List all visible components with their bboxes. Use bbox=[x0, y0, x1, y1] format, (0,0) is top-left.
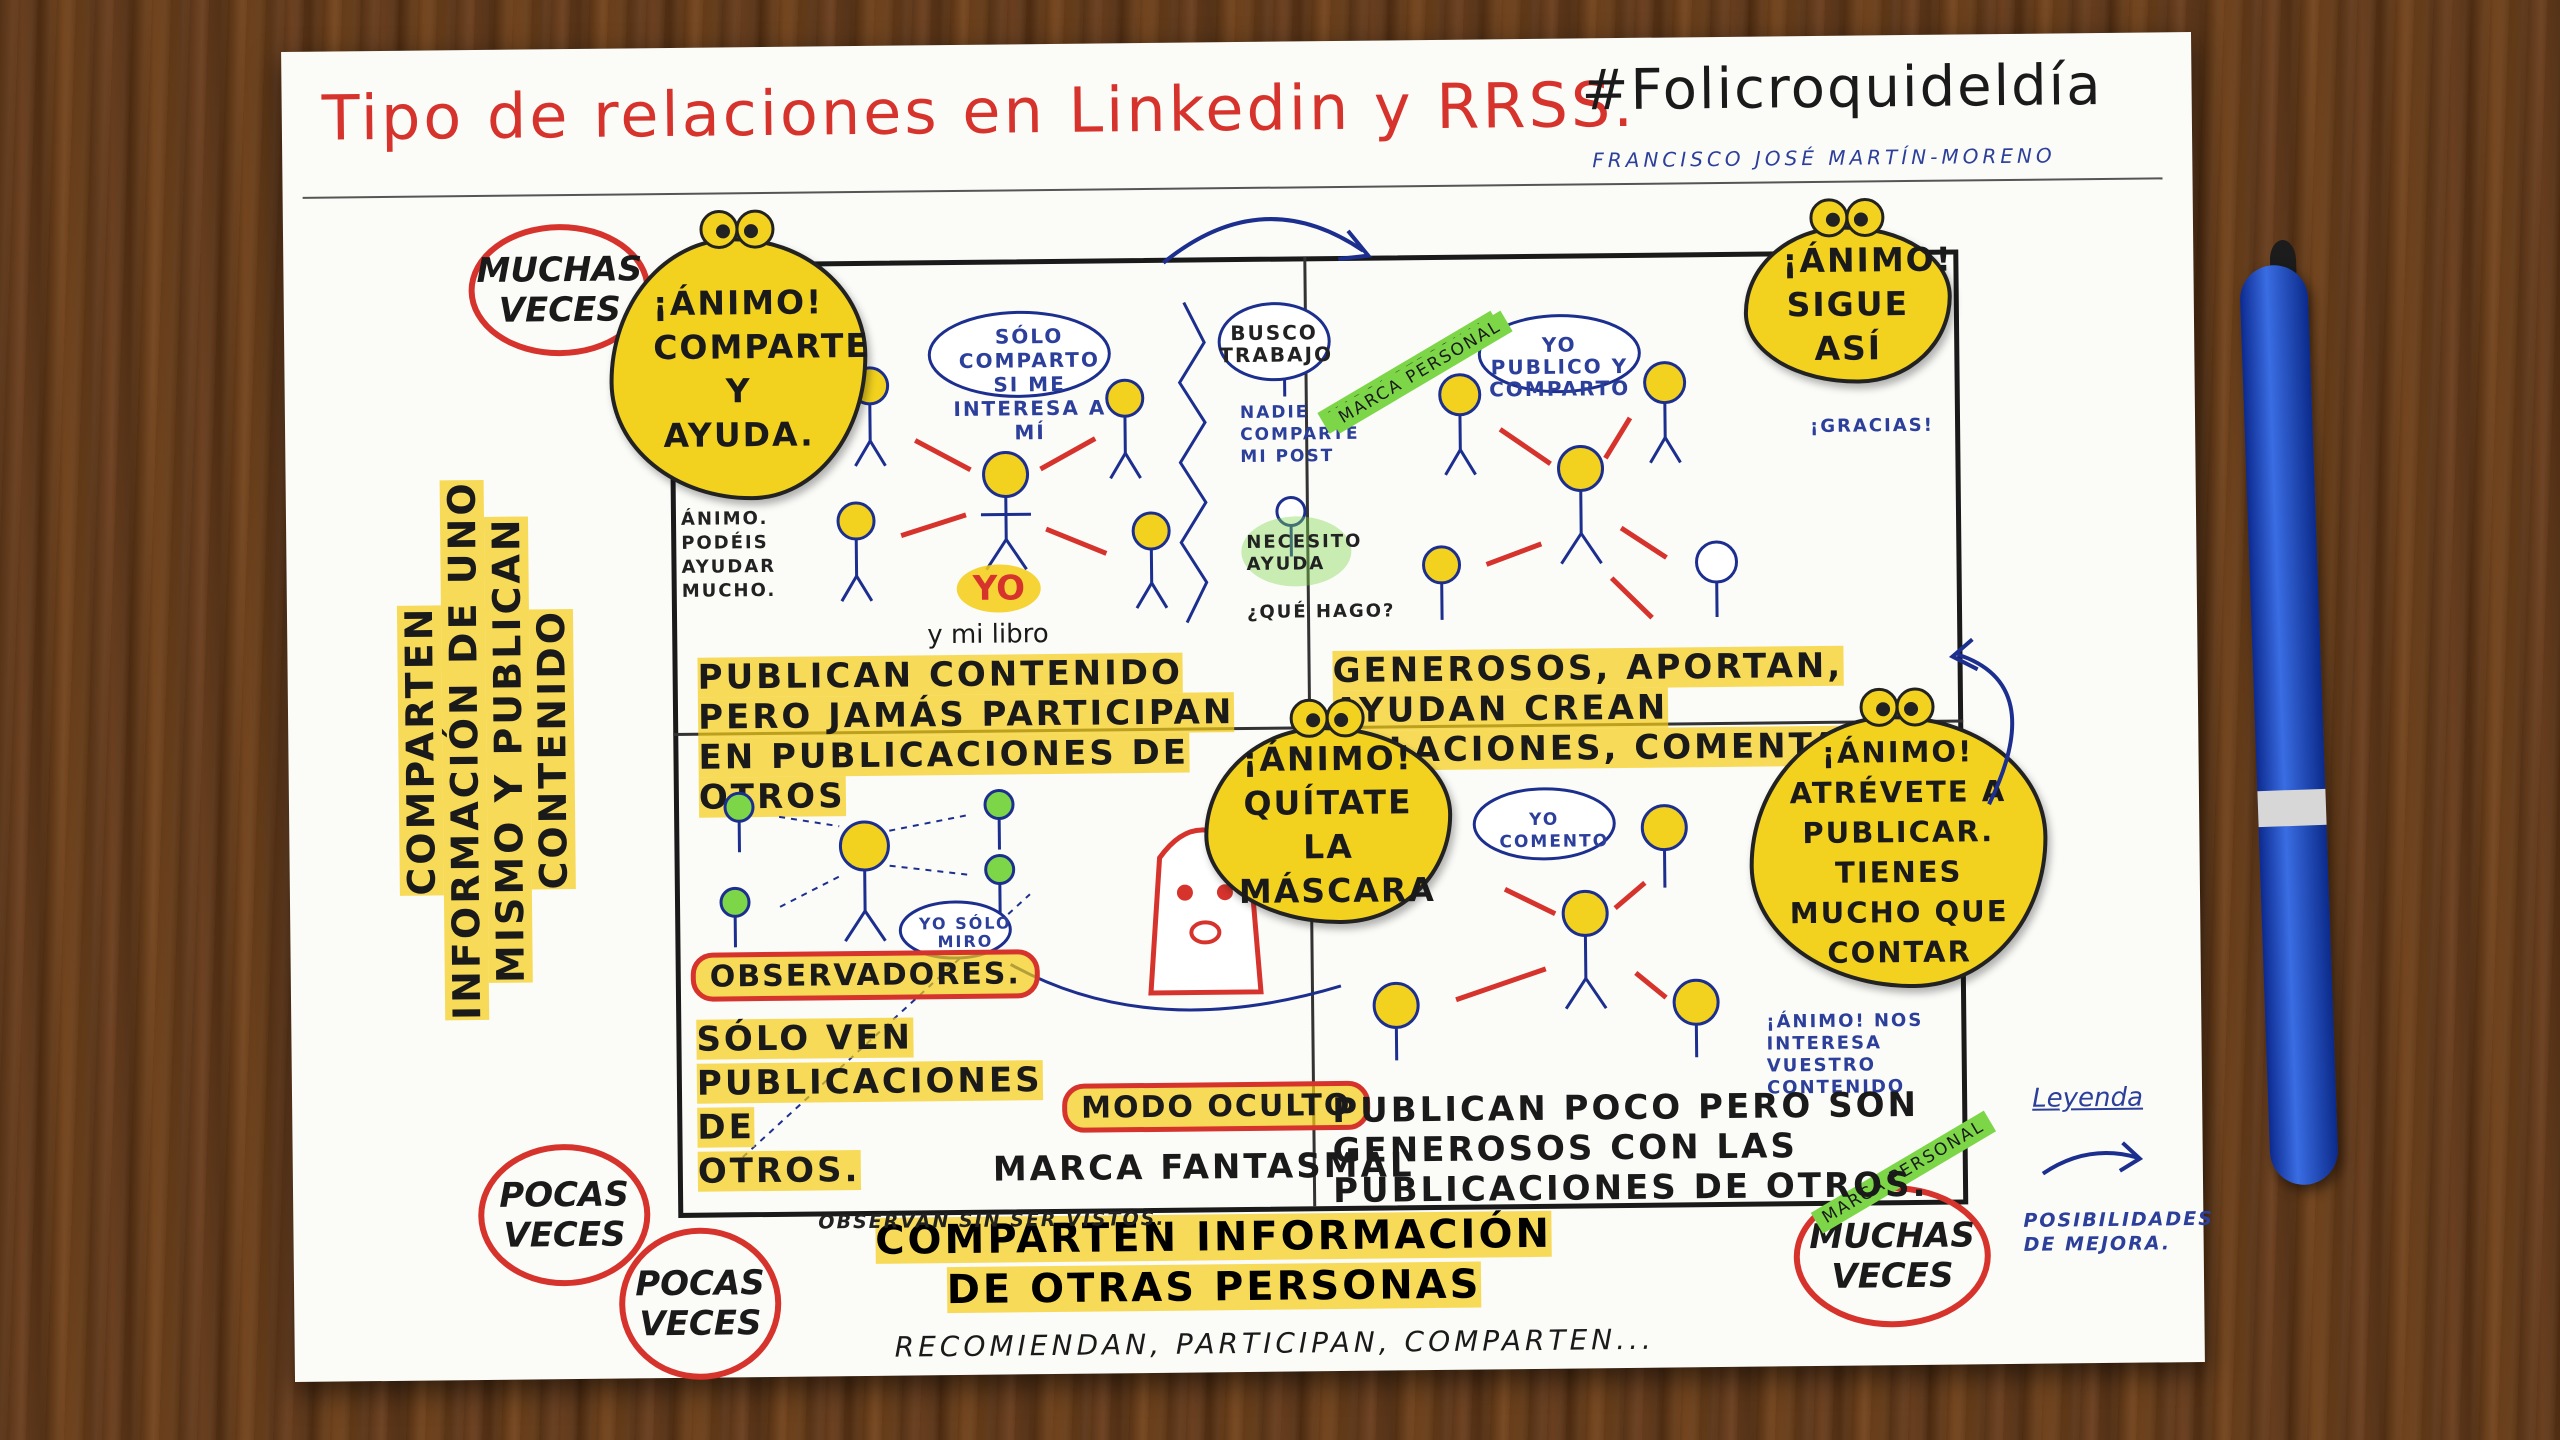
hashtag: #Folicroquideldía bbox=[1581, 52, 2103, 124]
legend-title: Leyenda bbox=[2031, 1082, 2144, 1114]
blob-eyes-icon bbox=[1289, 698, 1365, 738]
legend-text: POSIBILIDADES DE MEJORA. bbox=[2023, 1207, 2214, 1256]
sketch-paper: Tipo de relaciones en Linkedin y RRSS. #… bbox=[281, 32, 2214, 1382]
speech-bubble-self: SÓLO COMPARTO SI ME INTERESA A MÍ bbox=[953, 323, 1107, 445]
bottom-right-description: PUBLICAN POCO PERO SON GENEROSOS CON LAS… bbox=[1332, 1084, 1929, 1212]
help-bubble-shape bbox=[1241, 516, 1352, 587]
right-curved-arrow-icon bbox=[1948, 637, 2015, 806]
y-axis-label: COMPARTEN INFORMACIÓN DE UNO MISMO Y PUB… bbox=[396, 480, 576, 1021]
blob-dare-publish: ¡ÁNIMO! ATRÉVETE A PUBLICAR. TIENES MUCH… bbox=[1748, 687, 2049, 990]
author-signature: FRANCISCO JOSÉ MARTÍN-MORENO bbox=[1592, 143, 2056, 173]
thanks-note: ¡GRACIAS! bbox=[1809, 414, 1934, 438]
x-axis-low-circle: POCAS VECES bbox=[618, 1226, 783, 1381]
speech-bubble-watch: YO SÓLO MIRO bbox=[918, 913, 1012, 952]
diagram-title: Tipo de relaciones en Linkedin y RRSS. bbox=[321, 67, 1637, 155]
yo-sublabel: y mi libro bbox=[927, 619, 1049, 651]
bottom-left-description: SÓLO VEN PUBLICACIONES DE OTROS. bbox=[696, 1017, 1043, 1192]
legend-arrow-icon bbox=[2041, 1141, 2144, 1176]
x-axis-sublabel: RECOMIENDAN, PARTICIPAN, COMPARTEN... bbox=[894, 1322, 1656, 1364]
ghost-brand-sublabel: OBSERVAN SIN SER VISTOS. bbox=[818, 1207, 1166, 1234]
blob-keep-going: ¡ÁNIMO! SIGUE ASÍ bbox=[1742, 197, 1953, 385]
red-arrows bbox=[900, 436, 1108, 556]
observers-label: OBSERVADORES. bbox=[690, 949, 1041, 1002]
speech-bubble-shape bbox=[927, 310, 1111, 398]
speech-bubble-comment: YO COMENTO bbox=[1499, 809, 1610, 853]
zigzag-divider bbox=[1177, 301, 1209, 624]
encouragement-note: ÁNIMO. PODÉIS AYUDAR MUCHO. bbox=[680, 507, 777, 602]
top-right-figures bbox=[1422, 314, 1739, 620]
improvement-arrow bbox=[1009, 963, 1342, 1012]
top-curved-arrow-icon bbox=[1162, 217, 1373, 265]
pen-band bbox=[2257, 788, 2327, 828]
blob-eyes-icon bbox=[1859, 687, 1935, 727]
blob-share-help: ¡ÁNIMO! COMPARTE Y AYUDA. bbox=[608, 209, 870, 502]
blob-eyes-icon bbox=[699, 209, 775, 249]
job-bubble-shape bbox=[1217, 302, 1331, 382]
blob-remove-mask: ¡ÁNIMO! QUÍTATE LA MÁSCARA bbox=[1203, 698, 1454, 926]
blob-eyes-icon bbox=[1809, 197, 1885, 238]
speech-bubble-publish: YO PUBLICO Y COMPARTO bbox=[1489, 332, 1631, 402]
